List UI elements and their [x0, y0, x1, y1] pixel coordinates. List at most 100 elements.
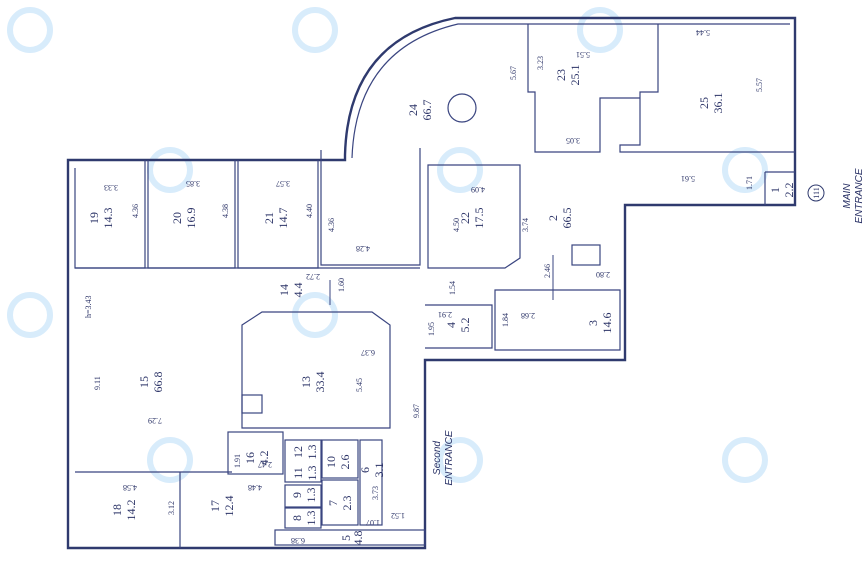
svg-text:11: 11: [291, 467, 305, 479]
svg-text:3.23: 3.23: [536, 56, 545, 70]
room-12: 12 1.3: [291, 445, 319, 460]
svg-text:3.12: 3.12: [167, 501, 176, 515]
room-5: 5 4.8: [339, 531, 365, 546]
svg-text:33.4: 33.4: [313, 372, 327, 393]
svg-text:1: 1: [768, 187, 782, 193]
svg-text:3.85: 3.85: [186, 179, 200, 188]
svg-text:Second: Second: [432, 441, 443, 475]
svg-text:4.48: 4.48: [248, 483, 262, 492]
svg-text:12.4: 12.4: [222, 496, 236, 517]
room-1: 1 2.2: [768, 183, 796, 198]
main-entrance-label: MAIN ENTRANCE: [842, 168, 865, 223]
svg-text:1.52: 1.52: [391, 511, 405, 520]
svg-text:14.2: 14.2: [124, 500, 138, 521]
second-entrance-label: Second ENTRANCE: [432, 430, 455, 485]
svg-text:6.38: 6.38: [291, 536, 305, 545]
svg-text:1.54: 1.54: [448, 281, 457, 295]
svg-text:16: 16: [243, 452, 257, 464]
svg-text:20: 20: [170, 212, 184, 224]
svg-text:1.3: 1.3: [304, 511, 318, 526]
room-17: 17 12.4: [208, 496, 236, 517]
svg-text:4: 4: [444, 322, 458, 328]
room-6: 6 3.1: [358, 463, 386, 478]
svg-text:ENTRANCE: ENTRANCE: [444, 430, 455, 485]
svg-text:1.07: 1.07: [366, 518, 380, 527]
svg-text:4.50: 4.50: [452, 218, 461, 232]
svg-text:9.87: 9.87: [412, 404, 421, 418]
svg-text:4.2: 4.2: [257, 451, 271, 466]
svg-text:17: 17: [208, 500, 222, 512]
svg-text:4.8: 4.8: [351, 531, 365, 546]
svg-text:2: 2: [546, 215, 560, 221]
svg-text:2.72: 2.72: [306, 272, 320, 281]
svg-text:4.36: 4.36: [327, 218, 336, 232]
room-24: 24 66.7: [406, 100, 434, 121]
svg-text:15: 15: [137, 376, 151, 388]
svg-text:14: 14: [277, 284, 291, 296]
room-15: 15 66.8: [137, 372, 165, 393]
svg-text:25: 25: [697, 97, 711, 109]
svg-text:2.47: 2.47: [258, 460, 272, 469]
svg-text:66.8: 66.8: [151, 372, 165, 393]
svg-text:7.29: 7.29: [148, 416, 162, 425]
svg-text:25.1: 25.1: [568, 65, 582, 86]
svg-text:23: 23: [554, 69, 568, 81]
svg-text:22: 22: [458, 212, 472, 224]
svg-text:MAIN: MAIN: [842, 183, 853, 209]
svg-text:3.57: 3.57: [276, 179, 290, 188]
svg-text:1.95: 1.95: [427, 322, 436, 336]
svg-text:1.3: 1.3: [305, 466, 319, 481]
svg-text:66.5: 66.5: [560, 208, 574, 229]
room-18: 18 14.2: [110, 500, 138, 521]
svg-text:9.11: 9.11: [93, 376, 102, 390]
svg-text:2.2: 2.2: [782, 183, 796, 198]
svg-text:4.40: 4.40: [305, 204, 314, 218]
room-20: 20 16.9: [170, 208, 198, 229]
room-3: 3 14.6: [586, 313, 614, 334]
svg-text:2.46: 2.46: [543, 264, 552, 278]
svg-text:9: 9: [290, 492, 304, 498]
svg-text:1.91: 1.91: [233, 454, 242, 468]
svg-text:7: 7: [326, 500, 340, 506]
svg-text:8: 8: [290, 515, 304, 521]
svg-text:5.44: 5.44: [696, 28, 710, 37]
svg-text:5.51: 5.51: [576, 50, 590, 59]
room-labels: 19 14.3 20 16.9 21 14.7 22 17.5 2 66.5 2…: [87, 65, 796, 546]
svg-text:2.91: 2.91: [438, 310, 452, 319]
svg-text:4.36: 4.36: [131, 204, 140, 218]
svg-text:1.84: 1.84: [501, 313, 510, 327]
svg-text:3: 3: [586, 320, 600, 326]
svg-text:18: 18: [110, 504, 124, 516]
svg-text:4.4: 4.4: [291, 283, 305, 298]
svg-text:14.3: 14.3: [101, 208, 115, 229]
svg-text:13: 13: [299, 376, 313, 388]
svg-text:4.58: 4.58: [123, 483, 137, 492]
marker-label: 111: [812, 187, 821, 198]
room-14: 14 4.4: [277, 283, 305, 298]
svg-text:1.3: 1.3: [305, 445, 319, 460]
room-19: 19 14.3: [87, 208, 115, 229]
svg-text:19: 19: [87, 212, 101, 224]
room-25: 25 36.1: [697, 93, 725, 114]
svg-text:5.61: 5.61: [681, 174, 695, 183]
svg-text:3.74: 3.74: [521, 218, 530, 232]
room-21: 21 14.7: [262, 208, 290, 229]
svg-text:3.1: 3.1: [372, 463, 386, 478]
svg-text:4.38: 4.38: [221, 204, 230, 218]
svg-text:5: 5: [339, 535, 353, 541]
room-8: 8 1.3: [290, 511, 318, 526]
svg-text:16.9: 16.9: [184, 208, 198, 229]
room-13: 13 33.4: [299, 372, 327, 393]
svg-text:3.73: 3.73: [371, 486, 380, 500]
svg-text:12: 12: [291, 446, 305, 458]
svg-text:1.3: 1.3: [304, 488, 318, 503]
svg-text:ENTRANCE: ENTRANCE: [854, 168, 865, 223]
room-4: 4 5.2: [444, 318, 472, 333]
room-23: 23 25.1: [554, 65, 582, 86]
marker-circle: [807, 184, 825, 202]
svg-text:3.33: 3.33: [104, 183, 118, 192]
dimension-lines: [78, 98, 601, 473]
svg-text:6.37: 6.37: [361, 348, 375, 357]
svg-text:5.2: 5.2: [458, 318, 472, 333]
svg-text:14.7: 14.7: [276, 208, 290, 229]
